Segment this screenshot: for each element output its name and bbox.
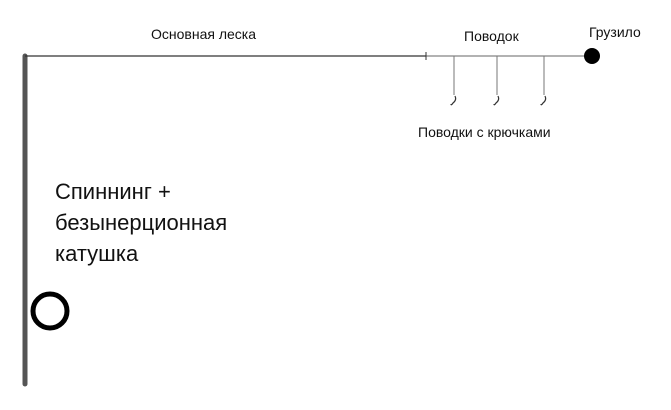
reel-icon (30, 291, 70, 331)
rod-reel-label: Спиннинг + безынерционная катушка (55, 176, 227, 269)
hook-icon (540, 95, 547, 106)
rod-reel-label-line: катушка (55, 241, 139, 266)
hook-icon (493, 95, 500, 106)
leader-label: Поводок (464, 28, 519, 44)
rod-reel-label-line: Спиннинг + (55, 179, 171, 204)
sinker-icon (584, 48, 600, 64)
rod-reel-label-line: безынерционная (55, 210, 228, 235)
hook-leader-3 (540, 56, 547, 106)
hook-leaders-label: Поводки с крючками (418, 124, 551, 140)
main-line-label: Основная леска (151, 26, 257, 42)
hook-leader-2 (493, 56, 500, 106)
sinker-label: Грузило (589, 24, 641, 40)
hook-icon (450, 95, 457, 106)
hook-leader-1 (450, 56, 457, 106)
